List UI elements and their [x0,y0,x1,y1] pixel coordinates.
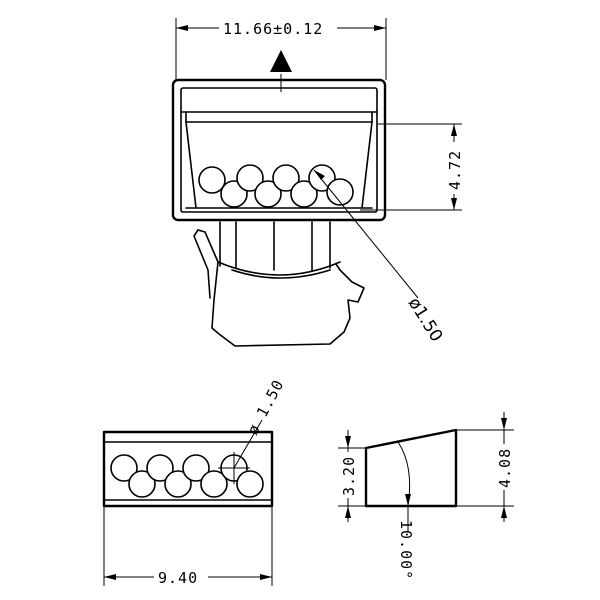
side-tall-height-dimension: 4.08 [456,412,514,522]
side-short-height-label: 3.20 [340,456,358,496]
release-lever [193,221,365,347]
top-hole-diameter-label: ø1.50 [404,294,447,346]
top-view: 11.66±0.12 [171,18,464,347]
side-angle-dimension: 10.00° [397,441,415,580]
front-wire-holes [110,452,264,498]
front-width-dimension: 9.40 [103,506,273,587]
top-height-label: 4.72 [446,150,464,190]
top-wire-holes [198,164,354,208]
side-profile [364,428,458,508]
front-hole-diameter-leader: ø 1.50 [233,376,288,469]
top-width-label: 11.66±0.12 [223,20,323,38]
front-hole-diameter-label: ø 1.50 [244,376,288,438]
top-width-dimension: 11.66±0.12 [175,18,387,80]
top-height-dimension: 4.72 [360,123,464,211]
housing-outline [171,78,387,222]
front-width-label: 9.40 [158,569,198,587]
side-angle-label: 10.00° [397,520,415,580]
direction-arrow-icon [270,50,292,72]
front-view: ø 1.50 9.40 [102,376,288,587]
front-body [102,430,274,508]
side-tall-height-label: 4.08 [496,448,514,488]
side-view: 10.00° 3.20 4.08 [338,412,514,580]
side-short-height-dimension: 3.20 [338,430,366,522]
